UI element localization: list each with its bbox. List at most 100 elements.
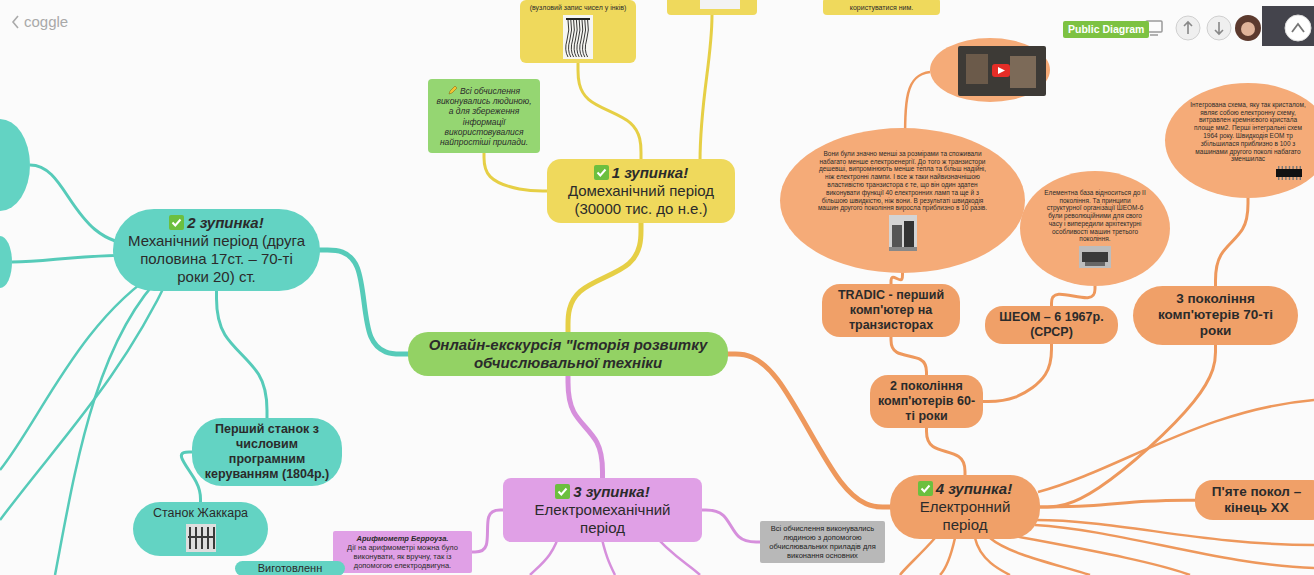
check-mark	[559, 489, 567, 495]
status-badge: Public Diagram	[1063, 21, 1149, 38]
branch-connector	[568, 376, 603, 478]
node-text: Онлайн-екскурсія "Історія розвитку обчис…	[429, 336, 708, 371]
check-box	[169, 215, 184, 230]
info-bubble: Елементна база відноситься до II поколін…	[1020, 171, 1170, 286]
node-text: TRADIC - перший комп'ютер на транзистора…	[838, 288, 944, 332]
text-line: Вони були значно менші за розмірами та с…	[817, 150, 989, 212]
chip-pin	[1282, 166, 1283, 169]
chip-pin	[1296, 166, 1297, 169]
pencil-icon	[448, 85, 458, 95]
branch-box: користуватися ним.	[823, 0, 940, 15]
quipu-picture	[563, 15, 593, 59]
text-line: 2 зупинка!	[127, 214, 306, 232]
branch-line	[1035, 520, 1314, 545]
central-topic: Онлайн-екскурсія "Історія розвитку обчис…	[408, 332, 728, 376]
branch-line	[1038, 400, 1314, 492]
knotted-cord	[577, 20, 580, 57]
node-text: Вони були значно менші за розмірами та с…	[818, 150, 987, 212]
info-bubble: Інтегрована схема, яку так кристалом, яв…	[1165, 83, 1314, 198]
text-line: Елементна база відноситься до II поколін…	[1043, 189, 1148, 244]
node-content: Виготовленн	[243, 562, 337, 575]
text-line: Станок Жаккара	[143, 506, 258, 521]
chip-pin	[1278, 177, 1279, 180]
note-box: Всі обчислення виконувались людиною, а д…	[428, 79, 540, 153]
partial-branch-box	[0, 236, 12, 288]
branch-line	[990, 538, 1090, 575]
photo1-picture	[889, 215, 917, 251]
branch-connector	[1040, 345, 1216, 507]
node-text: користуватися ним.	[850, 4, 913, 11]
text-line: Домеханічний період (30000 тис. до н.е.)	[555, 182, 727, 218]
node-text: Станок Жаккара	[153, 506, 248, 520]
node-text: Електромеханічний період	[535, 501, 671, 536]
chip-pin	[1300, 166, 1301, 169]
text-line: Інтегрована схема, яку так кристалом, яв…	[1190, 101, 1306, 163]
partial-branch-box	[0, 119, 30, 211]
branch-connector	[472, 510, 503, 552]
text-line: 3 покоління комп'ютерів 70-ті роки	[1147, 291, 1284, 340]
node-text: Механічний період (друга половина 17ст. …	[128, 232, 305, 285]
chip-pin	[1285, 177, 1286, 180]
text-line: Всі обчислення виконувались людиною, а д…	[433, 85, 535, 147]
photo2-picture	[1079, 246, 1111, 268]
branch-connector	[568, 223, 641, 332]
branch-connector	[320, 250, 408, 354]
node-heading: 1 зупинка!	[612, 164, 688, 181]
video-frame	[1010, 56, 1036, 88]
branch-line	[975, 538, 1010, 575]
chip-pin	[1282, 177, 1283, 180]
node-text: 2 покоління комп'ютерів 60-ті роки	[878, 379, 975, 423]
node-content: Вони були значно менші за розмірами та с…	[817, 150, 989, 251]
branch-connector	[1216, 198, 1249, 286]
stop-box: 2 зупинка!Механічний період (друга полов…	[113, 209, 320, 291]
node-text: 3 покоління комп'ютерів 70-ті роки	[1158, 291, 1273, 338]
text-line: Електронний період	[900, 498, 1030, 534]
text-line: ШЕОМ – 6 1967р. (СРСР)	[993, 310, 1110, 340]
text-line: Дії на арифмометрі можна було виконувати…	[337, 543, 468, 570]
branch-connector	[1040, 500, 1195, 507]
node-content: (вузловий запис чисел у інків)	[524, 4, 632, 59]
check-box	[555, 484, 570, 499]
photo-ground	[889, 215, 917, 251]
node-text: ШЕОМ – 6 1967р. (СРСР)	[999, 310, 1103, 339]
chip-pin	[1278, 166, 1279, 169]
branch-box: П'яте покол – кінець ХХ	[1195, 480, 1314, 520]
branch-line	[900, 538, 935, 575]
machine-part	[1085, 262, 1105, 266]
check-icon	[594, 165, 609, 180]
note-box: Арифмометр Берроуза.Дії на арифмометрі м…	[333, 531, 472, 573]
branch-connector	[578, 63, 641, 159]
node-content: Арифмометр Берроуза.Дії на арифмометрі м…	[337, 534, 468, 570]
node-content: 2 покоління комп'ютерів 60-ті роки	[876, 379, 977, 424]
stop-box: 3 зупинка!Електромеханічний період	[503, 478, 702, 542]
video-thumbnail	[958, 46, 1046, 96]
node-content: Всі обчислення виконувались людиною, а д…	[433, 85, 535, 147]
floor	[889, 247, 917, 251]
machine-part	[904, 221, 914, 247]
node-content: користуватися ним.	[827, 4, 936, 12]
text-line: Арифмометр Берроуза.	[337, 534, 468, 543]
node-content: Перший станок з числовим програмним керу…	[204, 422, 330, 482]
branch-connector	[1052, 286, 1096, 306]
node-content: 3 зупинка!Електромеханічний період	[511, 483, 694, 537]
node-heading: Арифмометр Берроуза.	[357, 534, 449, 543]
knotted-cord	[574, 20, 577, 57]
chip-pin	[1292, 177, 1293, 180]
branch-line	[700, 15, 712, 162]
text-line: (вузловий запис чисел у інків)	[524, 4, 632, 12]
text-line: 1 зупинка!	[555, 164, 727, 182]
node-text: Всі обчислення виконувались людиною з до…	[769, 524, 875, 560]
chip-body	[1276, 169, 1302, 177]
photo-ground	[563, 15, 593, 59]
info-bubble: Вони були значно менші за розмірами та с…	[780, 128, 1025, 273]
menu-icon	[1292, 24, 1304, 32]
text-line: користуватися ним.	[827, 4, 936, 12]
check-box	[594, 165, 609, 180]
webcam-thumbnail	[1262, 6, 1314, 46]
partial-branch-box	[667, 0, 757, 15]
branch-line	[1035, 525, 1314, 568]
share-button	[1176, 16, 1200, 40]
text-line: Всі обчислення виконувались людиною з до…	[764, 524, 881, 560]
text-line: TRADIC - перший комп'ютер на транзистора…	[830, 288, 952, 333]
